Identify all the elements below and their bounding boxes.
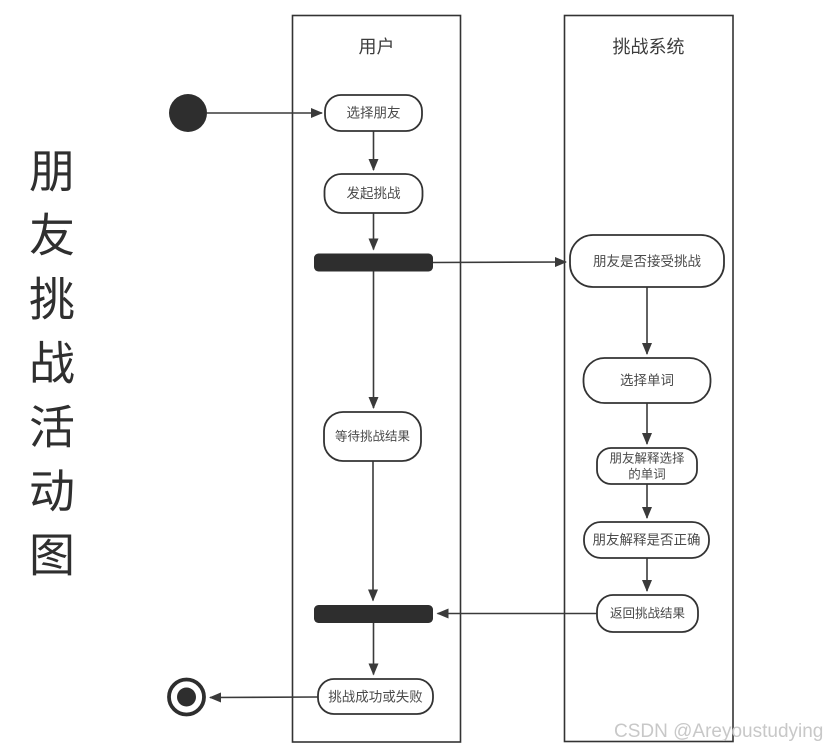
diagram-title: 朋友挑战活动图: [23, 147, 75, 595]
activity-node-friend-explain: 朋友解释选择 的单词: [596, 447, 698, 485]
activity-label: 朋友是否接受挑战: [593, 253, 701, 269]
activity-label-line2: 的单词: [628, 467, 666, 482]
swimlane-user: [291, 14, 462, 743]
activity-label: 朋友解释是否正确: [593, 533, 701, 548]
swimlane-system: [563, 14, 734, 743]
activity-label: 等待挑战结果: [335, 429, 411, 444]
activity-label: 发起挑战: [347, 186, 401, 201]
swimlane-user-label: 用户: [359, 37, 395, 57]
activity-node-explain-correct: 朋友解释是否正确: [583, 521, 710, 559]
join-bar: [314, 605, 433, 623]
final-node: [167, 677, 206, 717]
activity-label: 返回挑战结果: [610, 607, 686, 621]
activity-label: 挑战成功或失败: [328, 690, 423, 705]
activity-node-select-word: 选择单词: [582, 357, 712, 404]
activity-node-initiate-challenge: 发起挑战: [323, 173, 424, 214]
initial-node: [169, 94, 207, 132]
activity-node-return-result: 返回挑战结果: [596, 594, 699, 633]
activity-node-wait-result: 等待挑战结果: [323, 411, 422, 462]
activity-label: 选择朋友: [347, 106, 401, 121]
activity-label: 选择单词: [620, 373, 674, 388]
watermark: CSDN @Areyoustudying: [614, 721, 824, 742]
activity-node-select-friend: 选择朋友: [324, 94, 423, 132]
activity-node-success-or-fail: 挑战成功或失败: [317, 678, 434, 715]
swimlane-system-label: 挑战系统: [613, 37, 685, 57]
activity-label-line1: 朋友解释选择: [609, 452, 685, 466]
activity-node-friend-accept: 朋友是否接受挑战: [569, 234, 725, 288]
edge-fork-to-friend-accept: [432, 257, 567, 268]
edge-success-or-fail-to-final: [209, 692, 319, 703]
fork-bar: [314, 253, 433, 272]
